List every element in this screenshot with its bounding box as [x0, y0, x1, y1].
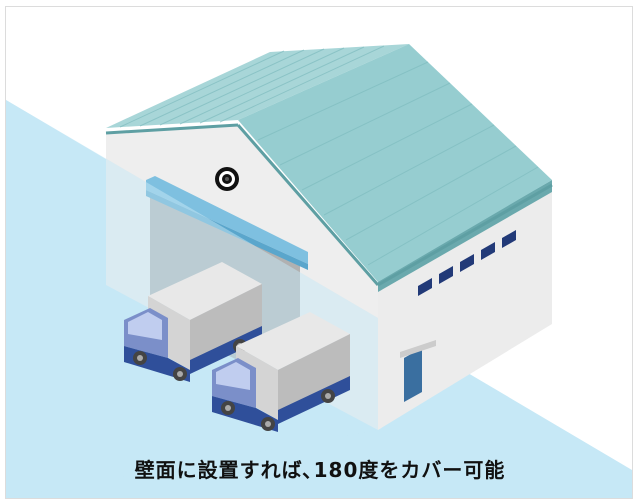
side-door	[404, 348, 422, 402]
security-camera-icon	[215, 167, 239, 191]
dock-canopy	[146, 176, 308, 264]
windows-row	[418, 230, 516, 296]
roof-right-plane	[238, 44, 552, 282]
truck-2	[212, 312, 350, 432]
coverage-caption: 壁面に設置すれば､180度をカバー可能	[134, 458, 506, 482]
truck-1	[124, 262, 262, 382]
